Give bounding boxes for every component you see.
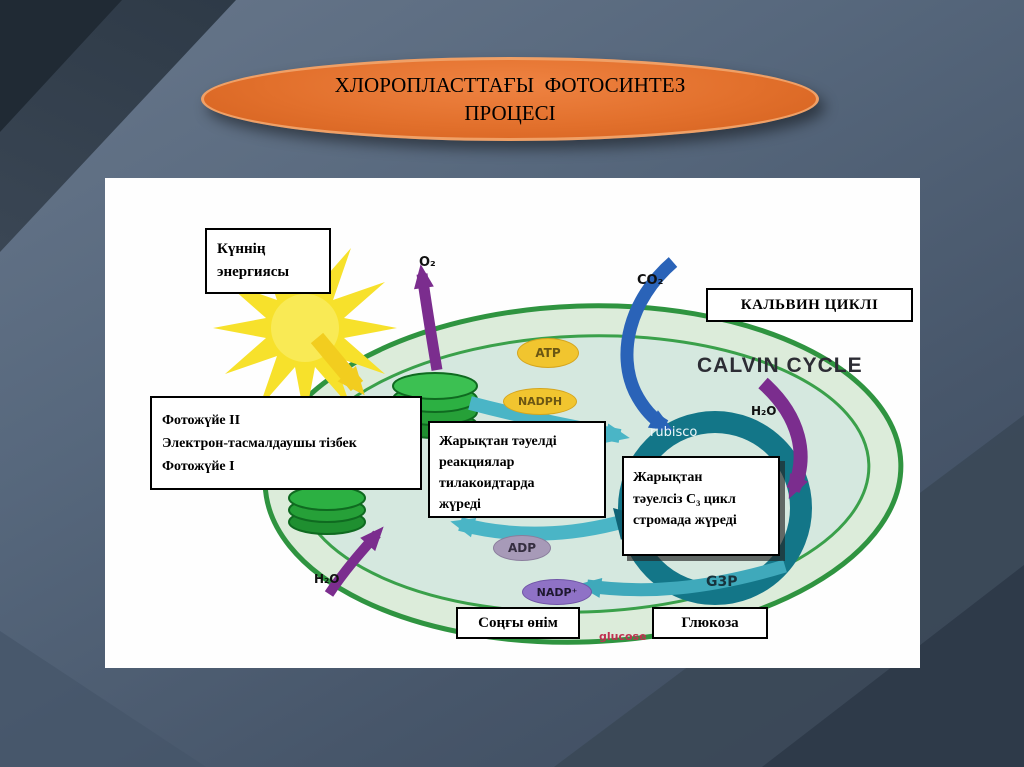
g3p-label: G3P (706, 574, 738, 590)
rubisco-label: rubisco (650, 425, 698, 440)
o2-label: O₂ (419, 255, 436, 270)
glucose-box: Глюкоза (652, 607, 768, 639)
photosystem-box: Фотожүйе II Электрон-тасмалдаушы тізбек … (150, 396, 422, 490)
glucose-note-label: glucose (599, 630, 647, 643)
diagram-panel: Күннің энергиясы Фотожүйе II Электрон-та… (105, 178, 920, 668)
h2o-right-arrow (758, 377, 809, 500)
light-independent-box: Жарықтан тәуелсіз С₃ цикл стромада жүред… (622, 456, 780, 556)
light-dependent-box: Жарықтан тәуелді реакциялар тилакоидтард… (428, 421, 606, 518)
h2o-right-label: H₂O (751, 404, 777, 418)
co2-label: CO₂ (637, 273, 664, 288)
h2o-left-arrow (324, 526, 384, 597)
calvin-cycle-box: КАЛЬВИН ЦИКЛІ (706, 288, 913, 322)
background-facet-corner (0, 0, 122, 132)
slide-title-line1: ХЛОРОПЛАСТТАҒЫ ФОТОСИНТЕЗ (334, 72, 686, 97)
sunlight-arrow (310, 332, 365, 396)
g3p-arrow (577, 559, 787, 598)
h2o-left-label: H₂O (314, 572, 340, 586)
atp-badge: ATP (517, 338, 579, 368)
final-product-box: Соңғы өнім (456, 607, 580, 639)
co2-arrow (620, 257, 678, 432)
sun-energy-box: Күннің энергиясы (205, 228, 331, 294)
nadp-badge: NADP⁺ (522, 579, 592, 605)
title-ellipse: ХЛОРОПЛАСТТАҒЫ ФОТОСИНТЕЗ ПРОЦЕСІ (201, 57, 819, 141)
nadph-badge: NADPH (503, 388, 577, 415)
calvin-cycle-title: CALVIN CYCLE (697, 354, 863, 377)
slide-title: ХЛОРОПЛАСТТАҒЫ ФОТОСИНТЕЗ ПРОЦЕСІ (335, 71, 686, 128)
thylakoid-stack-lower (288, 485, 366, 535)
adp-badge: ADP (493, 535, 551, 561)
o2-arrow (414, 264, 443, 371)
slide-title-line2: ПРОЦЕСІ (464, 101, 556, 125)
